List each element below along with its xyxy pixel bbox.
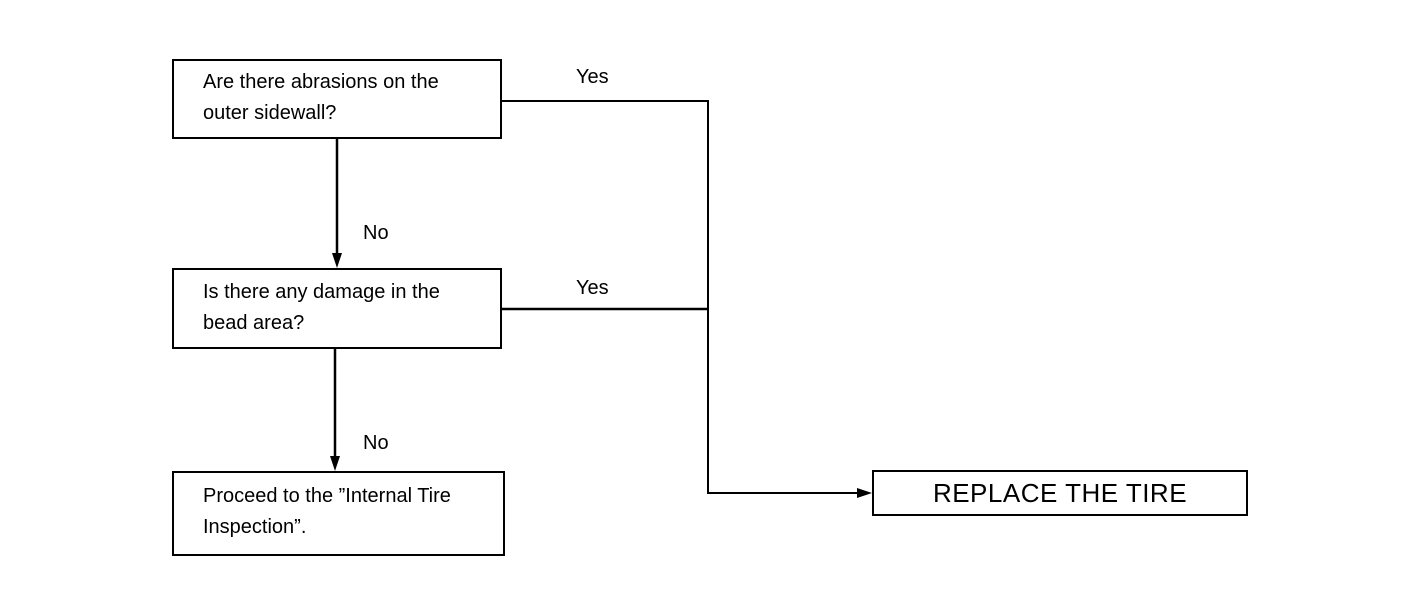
q2-no-label: No — [363, 432, 389, 454]
to-result-arrowhead — [857, 488, 872, 498]
q2-yes-label: Yes — [576, 277, 609, 299]
q1-no-arrowhead — [332, 253, 342, 268]
question-text-bead-damage: Is there any damage in the bead area? — [203, 281, 440, 334]
proceed-internal-inspection-box: Proceed to the ”Internal Tire Inspection… — [172, 471, 505, 556]
question-box-bead-damage: Is there any damage in the bead area? — [172, 268, 502, 349]
q1-yes-label: Yes — [576, 66, 609, 88]
q1-no-label: No — [363, 222, 389, 244]
q2-no-arrowhead — [330, 456, 340, 471]
replace-tire-box: REPLACE THE TIRE — [872, 470, 1248, 516]
question-text-sidewall-abrasions: Are there abrasions on the outer sidewal… — [203, 71, 439, 124]
replace-tire-text: REPLACE THE TIRE — [932, 477, 1188, 508]
question-box-sidewall-abrasions: Are there abrasions on the outer sidewal… — [172, 59, 502, 139]
proceed-internal-inspection-text: Proceed to the ”Internal Tire Inspection… — [203, 485, 451, 538]
